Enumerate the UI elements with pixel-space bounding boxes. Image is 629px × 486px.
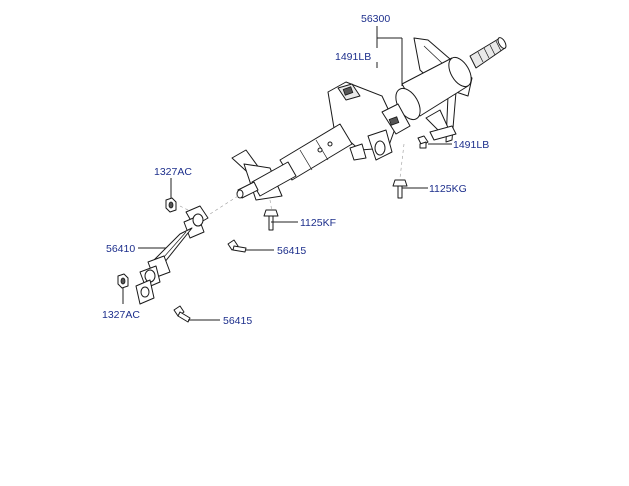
label-1125kg: 1125KG <box>429 183 467 195</box>
steering-column-assembly <box>231 37 507 201</box>
bolt-lower-joint <box>173 305 191 323</box>
universal-joint <box>135 205 209 305</box>
label-56415-upper: 56415 <box>277 245 306 257</box>
label-1491lb-right: 1491LB <box>453 139 489 151</box>
label-56300: 56300 <box>361 13 390 25</box>
label-56415-lower: 56415 <box>223 315 252 327</box>
label-1327ac-upper: 1327AC <box>154 166 192 178</box>
bolt-center <box>263 209 279 231</box>
bolt-right <box>392 179 408 199</box>
nut-upper <box>165 197 177 213</box>
label-1125kf: 1125KF <box>300 217 336 229</box>
label-1327ac-lower: 1327AC <box>102 309 140 321</box>
bracket-bolt-right <box>417 135 429 149</box>
nut-lower <box>117 273 129 289</box>
label-56410: 56410 <box>106 243 135 255</box>
bolt-upper-joint <box>227 239 247 253</box>
label-1491lb-upper: 1491LB <box>335 51 371 63</box>
leader-lines <box>122 26 452 321</box>
